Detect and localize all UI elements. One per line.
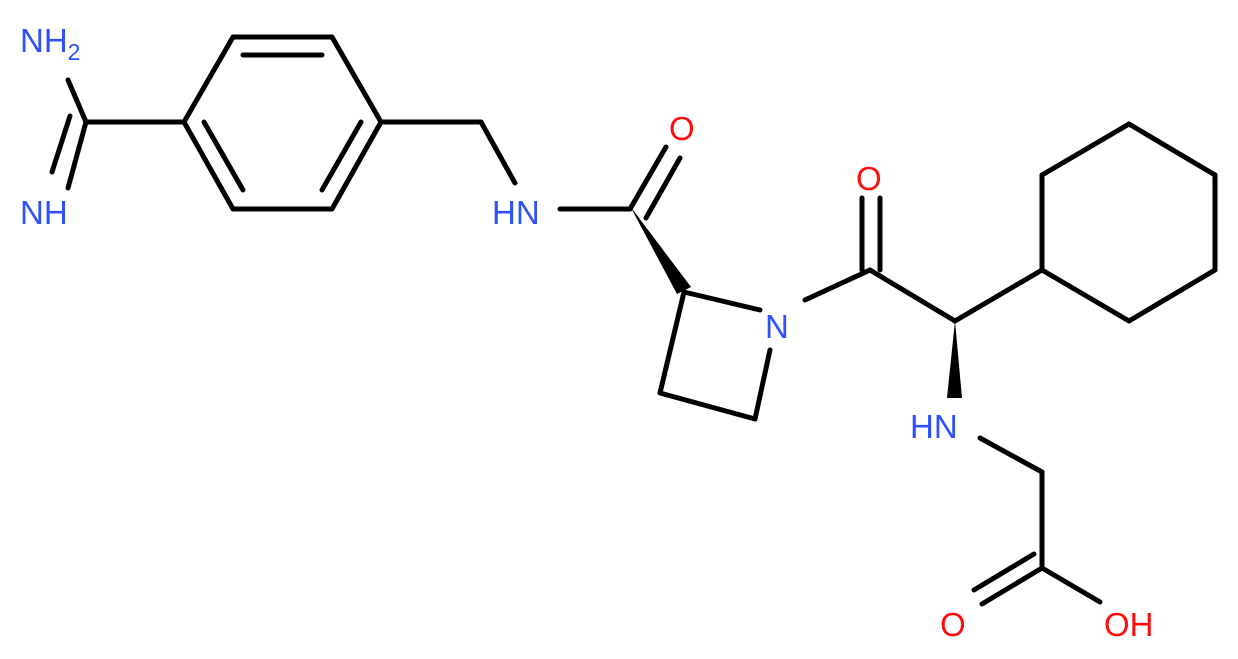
bond [1126, 121, 1218, 178]
stereo-wedge-bond [630, 206, 691, 294]
bond [681, 289, 763, 313]
double-bond [643, 155, 683, 221]
bond [1039, 121, 1132, 178]
acyl-oxygen-label: O [856, 160, 882, 197]
double-bond [627, 144, 669, 212]
aromatic-bond [319, 119, 364, 193]
aromatic-bond [201, 119, 246, 193]
benzene-ring [181, 34, 384, 212]
bond [1039, 565, 1103, 605]
bond [329, 34, 384, 125]
bond [1039, 267, 1132, 324]
double-bond [971, 551, 1037, 593]
bond [65, 77, 89, 125]
linker-chain [378, 119, 633, 212]
amidine-nh2-label: NH2 [20, 22, 80, 65]
bond [977, 435, 1045, 475]
amidine-group [49, 77, 187, 191]
acid-oxygen-label: O [940, 606, 966, 643]
acyl-group [802, 195, 958, 324]
bond [478, 119, 518, 186]
acid-hydroxyl-label: OH [1104, 606, 1154, 643]
cyclohexane-ring [1039, 121, 1218, 324]
azetidine-nitrogen-label: N [765, 308, 789, 345]
stereo-wedge-bond [947, 321, 962, 398]
amidine-nh-label: NH [20, 194, 68, 231]
bond [752, 347, 773, 422]
bond [181, 119, 236, 212]
glycine-chain [971, 435, 1103, 607]
double-bond [979, 565, 1045, 607]
bond [657, 390, 758, 422]
azetidine-ring [657, 289, 773, 422]
double-bond [49, 113, 73, 175]
double-bond [65, 119, 89, 191]
bond [1126, 267, 1218, 324]
bond [952, 267, 1045, 324]
amide-oxygen-label: O [669, 110, 695, 147]
amide-carbonyl [627, 144, 683, 221]
bond [657, 289, 687, 396]
bond [181, 34, 236, 125]
bond [867, 267, 958, 324]
amine-nh-label: HN [910, 408, 958, 445]
bond [802, 267, 873, 303]
bond [329, 119, 384, 212]
amide-nh-label: HN [492, 194, 540, 231]
